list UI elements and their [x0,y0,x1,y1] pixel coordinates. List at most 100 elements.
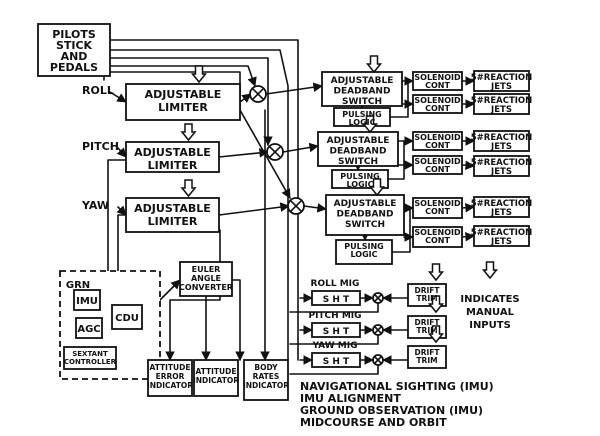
attitude-error-text-line-1: ERROR [156,372,185,381]
pilot-pitch-feed [109,57,273,146]
roll-deadband-text-line-2: SWITCH [342,97,382,107]
yaw-jets-text-1-line-1: JETS [490,237,512,247]
roll-solenoid-text-0-line-0: SOLENOID [414,73,461,82]
roll-deadband-switch [321,71,403,107]
yaw-drift-trim-box [407,345,447,369]
attitude-error-text-line-2: INDICATOR [147,381,193,390]
roll-limiter-text-line-0: ADJUSTABLE [145,88,222,101]
pitch-input-line [116,147,127,158]
euler-text-line-0: EULER [192,265,221,274]
yaw-sht-text: S H T [323,357,350,367]
yaw-limiter-text-line-0: ADJUSTABLE [134,202,211,215]
pilot-box-text-line-3: PEDALS [50,61,98,74]
yaw-sht-box [311,352,361,368]
pilot-box-text-line-1: STICK [56,39,93,52]
roll-pulse-feedback [389,80,409,118]
roll-mig-summer-x2 [373,293,383,303]
mode-item-0: NAVIGATIONAL SIGHTING (IMU) [300,380,494,393]
pilot-roll-feed [109,65,257,87]
roll-adjustable-limiter [125,83,241,121]
yaw-summing-junction-x2 [289,199,303,213]
pitch-jets-text-0-line-1: JETS [490,142,512,152]
euler-text-line-1: ANGLE [191,274,221,283]
yaw-limiter-out [218,202,290,216]
yaw-deadband-text-line-2: SWITCH [345,220,385,230]
pitch-deadband-text-line-1: DEADBAND [330,147,387,157]
yaw-sol-to-jet-0 [461,202,475,213]
pitch-limiter-manual-input [180,123,197,142]
yaw-adjustable-limiter [125,197,220,233]
pilot-box-text-line-0: PILOTS [52,28,96,41]
pitch-mig-label: PITCH MIG [308,311,361,321]
yaw-solenoid-text-1-line-1: CONT [425,236,450,245]
pitch-jets-text-1-line-0: 5#REACTION [471,158,533,168]
imu-box [73,289,101,311]
mode-item-2: GROUND OBSERVATION (IMU) [300,404,483,417]
legend-text-line-2: INPUTS [469,320,511,331]
pitch-jets-text-0-line-0: 5#REACTION [471,133,533,143]
attitude-indicator-text-line-0: ATTITUDE [196,367,237,376]
roll-reaction-jets-1 [473,93,530,115]
attitude-indicator-text-line-1: INDICATOR [193,376,239,385]
yaw-reaction-jets-1 [473,225,530,247]
roll-jets-text-0-line-1: JETS [490,82,512,92]
yaw-pulse-feedback [391,207,411,253]
yaw-mig-summer-x2 [373,355,383,365]
roll-summing-junction-x2 [251,87,265,101]
pitch-drift-trim-text-line-0: DRIFT [414,318,440,327]
imu-text: IMU [76,296,98,307]
roll-summer-out [265,82,323,95]
roll-jets-text-0-line-0: 5#REACTION [471,73,533,83]
roll-pulsing-logic [333,107,391,127]
euler-out [231,279,245,361]
pitch-deadband-manual-input [361,115,379,134]
signal-lines [88,39,475,375]
cdu-text: CDU [115,313,139,324]
pitch-solenoid-text-1-line-0: SOLENOID [414,157,461,166]
mode-item-1: IMU ALIGNMENT [300,392,401,405]
yaw-deadband-switch [325,194,405,236]
legend-text-line-0: INDICATES [460,294,519,305]
pitch-summer-out [282,142,319,153]
roll-pulsing-text-line-1: LOGIC [348,118,375,127]
pitch-drift-manual-input [427,295,445,314]
pitch-mig-summer-x2 [373,325,383,335]
yaw-solenoid-text-0-line-0: SOLENOID [414,199,461,208]
cdu-box [111,304,143,330]
yaw-solenoid-cont-1 [412,226,463,248]
body-rates-text-line-2: INDICATOR [243,381,289,390]
pitch-adjustable-limiter [125,141,220,173]
roll-mig-out [289,302,379,313]
yaw-mig-label: YAW MIG [312,341,358,351]
yaw-solenoid-text-0-line-1: CONT [425,207,450,216]
yaw-solenoid-cont-0 [412,197,463,219]
roll-solenoid-text-0-line-1: CONT [425,81,450,90]
pitch-solenoid-cont-0 [412,131,463,151]
pitch-solenoid-text-0-line-1: CONT [425,141,450,150]
yaw-summer-out [303,203,327,213]
yaw-drift-trim-text-line-0: DRIFT [414,348,440,357]
yaw-input-line [116,205,127,216]
agc-text: AGC [77,324,100,335]
pitch-deadband-switch [317,131,399,167]
yaw-axis-label: YAW [81,199,109,212]
pilot-box-text-line-2: AND [61,50,88,63]
roll-jets-text-1-line-1: JETS [490,105,512,115]
pitch-drift-trim-text-line-1: TRIM [416,326,437,335]
cdu-to-pitch [107,159,127,301]
legend-text-line-1: MANUAL [466,307,515,318]
yaw-limiter-text-line-1: LIMITER [148,215,198,228]
roll-pulsing-text-line-0: PULSING [342,110,381,119]
roll-solenoid-cont-1 [412,94,463,114]
yaw-jets-text-0-line-0: 5#REACTION [471,199,533,209]
yaw-pulsing-text-line-0: PULSING [344,242,383,251]
pitch-solenoid-text-1-line-1: CONT [425,165,450,174]
roll-drift-trim-text-line-0: DRIFT [414,286,440,295]
yaw-deadband-text-line-1: DEADBAND [337,210,394,220]
pitch-sol-to-jet-1 [461,160,475,171]
pitch-jets-text-1-line-1: JETS [490,167,512,177]
pitch-sht-text: S H T [323,327,350,337]
